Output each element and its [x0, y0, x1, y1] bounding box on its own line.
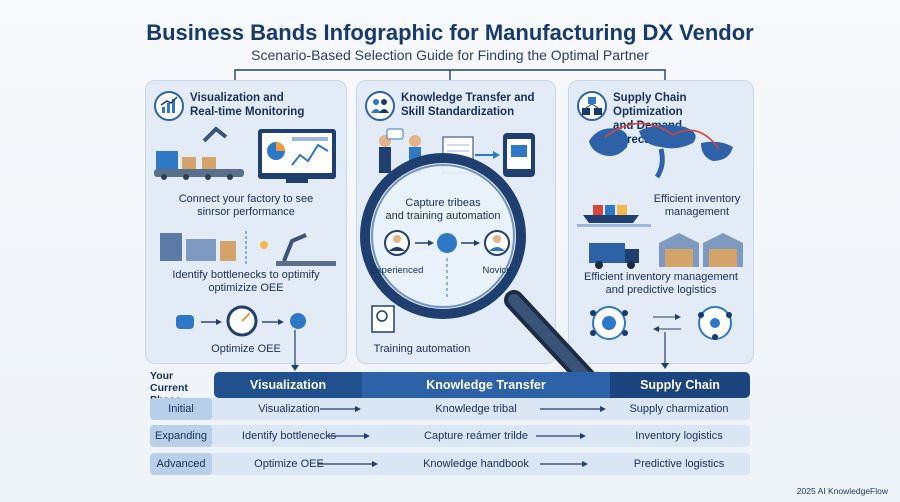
row-label-initial: Initial [150, 398, 212, 420]
band-supply-chain: Supply Chain [610, 372, 750, 398]
visualization-caption-1: Connect your factory to see sinrsor perf… [178, 193, 314, 218]
table-row: Advanced Optimize OEE Knowledge handbook… [150, 453, 750, 475]
experienced-label: Experienced [370, 265, 424, 276]
visualization-title: Visualization and Real-time Monitoring [190, 92, 305, 118]
people-icon [365, 91, 395, 121]
network-illustration [590, 306, 732, 340]
band-visualization: Visualization [214, 372, 362, 398]
row-cell: Capture reámer trilde [424, 430, 528, 442]
row-cell: Knowledge handbook [423, 458, 529, 470]
page-subtitle: Scenario-Based Selection Guide for Findi… [251, 47, 649, 63]
supply-caption-1: Efficient inventory management [653, 193, 741, 218]
page-title: Business Bands Infographic for Manufactu… [146, 20, 754, 45]
row-label-advanced: Advanced [150, 453, 212, 475]
supply-caption-2: Efficient inventory management and predi… [584, 271, 738, 296]
production-line-illustration [160, 231, 336, 266]
novice-label: Novice [482, 265, 512, 276]
visualization-caption-3: Optimize OEE [211, 343, 281, 355]
supply-panel: Supply Chain Optimization and Demand For… [568, 80, 754, 364]
table-row: Expanding Identify bottlenecks Capture r… [150, 425, 750, 447]
visualization-caption-2: Identify bottlenecks to optimify optimiz… [172, 269, 320, 294]
warehouse-illustration [589, 233, 743, 269]
row-cell: Knowledge tribal [435, 403, 517, 415]
row-cell: Optimize OEE [254, 458, 324, 470]
row-label-expanding: Expanding [150, 425, 212, 447]
oee-flow-illustration [176, 305, 306, 337]
factory-monitor-illustration [154, 126, 336, 183]
row-cell: Predictive logistics [633, 458, 725, 470]
knowledge-header: Knowledge Transfer and Skill Standardiza… [365, 89, 549, 129]
visualization-panel: Visualization and Real-time Monitoring C… [145, 80, 347, 364]
lens-caption: Capture tribeas and training automation [385, 197, 501, 222]
visualization-header: Visualization and Real-time Monitoring [154, 89, 340, 129]
row-cell: Visualization [258, 403, 320, 415]
row-cell: Inventory logistics [635, 430, 723, 442]
world-map-illustration [589, 122, 733, 179]
knowledge-title: Knowledge Transfer and Skill Standardiza… [401, 92, 535, 118]
table-row: Initial Visualization Knowledge tribal S… [150, 398, 750, 420]
row-cell: Identify bottlenecks [241, 430, 337, 442]
row-cell: Supply charmization [629, 403, 729, 415]
footer-credit: 2025 AI KnowledgeFlow [796, 486, 888, 496]
ship-illustration [577, 205, 651, 227]
network-icon [577, 91, 607, 121]
band-knowledge-transfer: Knowledge Transfer [362, 372, 610, 398]
knowledge-caption: Training automation [373, 343, 471, 355]
chart-icon [154, 91, 184, 121]
